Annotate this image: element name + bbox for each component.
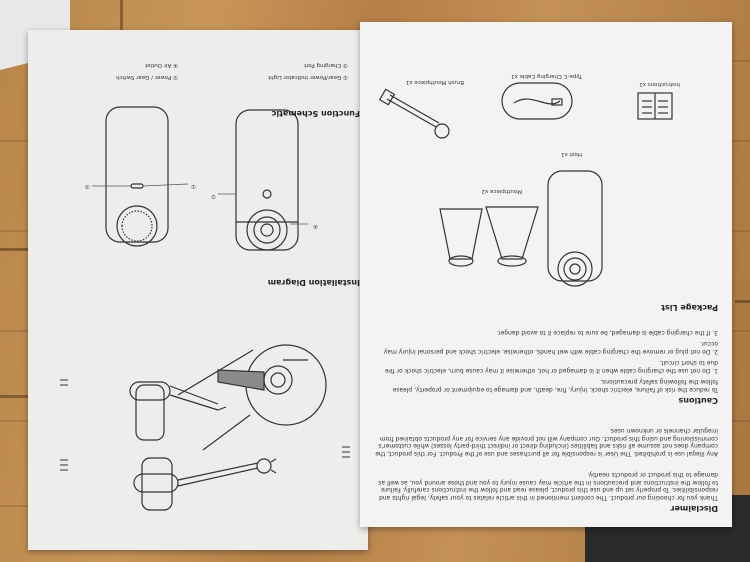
package-illustration [378,82,673,287]
package-list-title: Package List [661,303,718,312]
caution-item-2: 2. Do not plug or remove the charging ca… [383,340,718,356]
disclaimer-body-2: Any illegal use is prohibited. The User … [375,427,718,458]
cautions-intro: To reduce the risk of failure, electric … [392,378,719,394]
package-cable-label: Type-C Charging Cable x1 [511,73,582,79]
legend-air-outlet: ④ Air Outlet [144,62,178,68]
disclaimer-title: Disclaimer [670,504,718,513]
legend-charging-port: ③ Charging Port [303,62,348,68]
legend-gear-indicator: ① Gear/Power Indicator Light [268,74,348,80]
callout-2: ② [211,193,216,199]
callout-4: ④ [313,223,318,229]
right-page: Disclaimer Thank you for choosing our pr… [360,22,732,527]
package-host-label: Host x1 [560,151,582,157]
callout-3: ③ [85,183,90,189]
legend-power-switch: ② Power / Gear Switch [116,74,178,80]
installation-illustration [60,344,350,511]
left-page: Installation Diagram [28,30,368,550]
package-brush-label: Brush Mouthpiece x1 [405,79,464,85]
caution-item-3: 3. If the charging cable is damaged, be … [496,329,718,336]
cautions-title: Cautions [678,396,718,405]
package-mouthpiece-label: Mouthpiece x2 [481,188,522,194]
package-instructions-label: Instructions x1 [639,81,680,87]
disclaimer-body: Thank you for choosing our product. The … [378,471,718,502]
caution-item-1: 1. Do not use the charging cable when it… [384,359,718,375]
callout-1: ① [191,183,196,189]
installation-title: Installation Diagram [267,278,360,287]
schematic-illustration [92,106,308,251]
